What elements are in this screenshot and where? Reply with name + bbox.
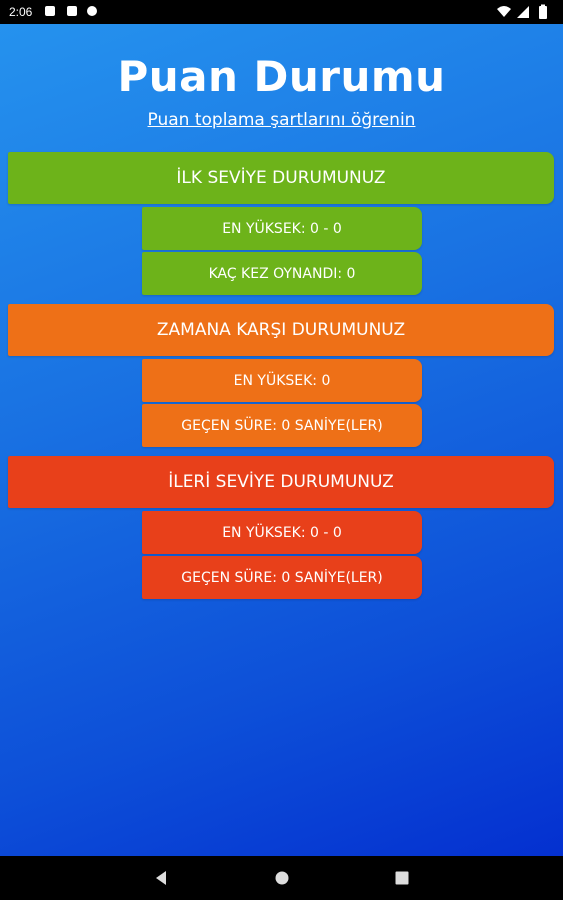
signal-icon	[517, 6, 529, 18]
section-header-advanced-level[interactable]: İLERİ SEVİYE DURUMUNUZ	[8, 456, 554, 508]
status-right-icons	[495, 3, 555, 21]
stat-first-level-high-score: EN YÜKSEK: 0 - 0	[142, 207, 422, 250]
stat-time-attack-high-score: EN YÜKSEK: 0	[142, 359, 422, 402]
battery-icon	[539, 4, 547, 19]
recents-icon[interactable]	[392, 868, 412, 888]
stat-advanced-level-high-score: EN YÜKSEK: 0 - 0	[142, 511, 422, 554]
page-title: Puan Durumu	[117, 52, 446, 101]
stat-advanced-level-elapsed: GEÇEN SÜRE: 0 SANİYE(LER)	[142, 556, 422, 599]
wifi-icon	[497, 6, 511, 17]
stat-first-level-play-count: KAÇ KEZ OYNANDI: 0	[142, 252, 422, 295]
notification-icon	[45, 6, 55, 16]
sync-off-icon	[87, 6, 97, 16]
sd-card-icon	[67, 6, 77, 16]
home-icon[interactable]	[272, 868, 292, 888]
navigation-bar	[0, 856, 563, 900]
back-icon[interactable]	[152, 868, 172, 888]
status-time: 2:06	[9, 5, 33, 19]
rules-link[interactable]: Puan toplama şartlarını öğrenin	[147, 110, 416, 130]
status-bar: 2:06	[0, 0, 563, 24]
stat-time-attack-elapsed: GEÇEN SÜRE: 0 SANİYE(LER)	[142, 404, 422, 447]
section-header-first-level[interactable]: İLK SEVİYE DURUMUNUZ	[8, 152, 554, 204]
section-header-time-attack[interactable]: ZAMANA KARŞI DURUMUNUZ	[8, 304, 554, 356]
app-content: Puan Durumu Puan toplama şartlarını öğre…	[0, 24, 563, 856]
